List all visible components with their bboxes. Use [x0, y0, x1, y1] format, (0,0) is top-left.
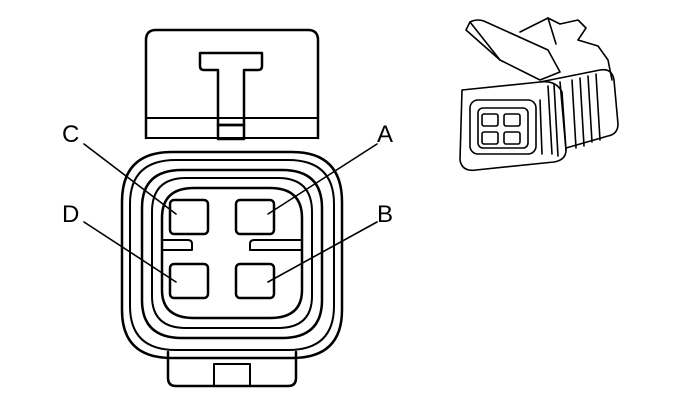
connector-front-view	[83, 28, 378, 388]
leader-a	[267, 143, 378, 215]
locking-tab	[144, 28, 320, 140]
seal-ring	[140, 168, 324, 340]
pin-label-d: D	[62, 201, 79, 228]
connector-isometric-view	[459, 17, 619, 172]
pin-label-c: C	[62, 121, 79, 148]
pin-label-a: A	[377, 121, 393, 148]
cavity-c	[168, 198, 210, 236]
leader-c	[83, 143, 177, 215]
pin-label-b: B	[377, 201, 393, 228]
bottom-lock	[166, 350, 298, 388]
cavity-body	[160, 186, 304, 320]
cavity-d	[168, 262, 210, 300]
housing-outer	[120, 150, 344, 360]
cavity-a	[234, 198, 276, 236]
leader-d	[83, 221, 177, 283]
latch-t	[198, 51, 264, 127]
leader-b	[267, 221, 378, 283]
cavity-b	[234, 262, 276, 300]
